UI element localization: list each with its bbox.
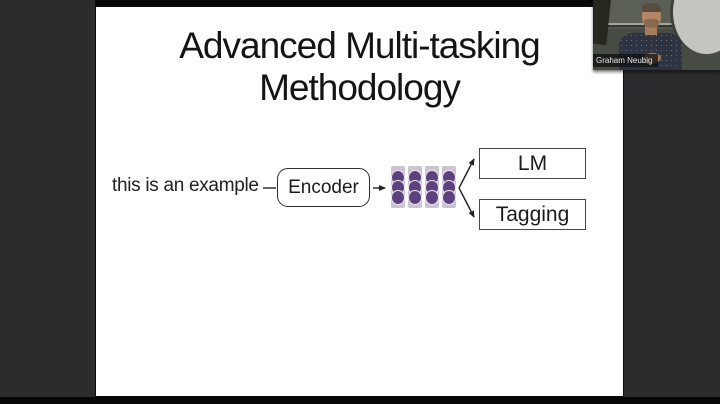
speaker-name-label: Graham Neubig: [593, 54, 659, 67]
hidden-state-dot: [408, 189, 422, 205]
slide-title-line2: Methodology: [259, 67, 461, 108]
encoder-label: Encoder: [288, 176, 359, 198]
hidden-state-column: [408, 166, 422, 208]
letterbox-bottom: [0, 397, 720, 404]
tagging-task-box: Tagging: [479, 199, 586, 230]
webcam-video[interactable]: Graham Neubig: [593, 0, 720, 70]
background-left: [0, 0, 95, 397]
hidden-state-column: [425, 166, 439, 208]
hidden-state-dot: [391, 189, 405, 205]
speaker-hair: [642, 3, 661, 12]
speaker-beard: [644, 19, 659, 28]
tagging-task-label: Tagging: [495, 202, 570, 226]
hidden-state-vectors: [391, 166, 456, 208]
example-input-text: this is an example: [112, 175, 259, 196]
hidden-state-dot: [425, 189, 439, 205]
encoder-box: Encoder: [277, 168, 370, 207]
hidden-state-column: [391, 166, 405, 208]
lm-task-label: LM: [517, 151, 548, 175]
hidden-state-column: [442, 166, 456, 208]
slide-title-line1: Advanced Multi-tasking: [179, 25, 541, 66]
presentation-slide: Advanced Multi-tasking Methodology this …: [95, 6, 624, 397]
lm-task-box: LM: [479, 148, 586, 179]
speaker-neck: [645, 26, 657, 35]
hidden-to-tagging-arrow: [458, 187, 475, 218]
slide-title: Advanced Multi-tasking Methodology: [96, 25, 623, 109]
hidden-state-dot: [442, 189, 456, 205]
hidden-to-lm-arrow: [458, 158, 475, 189]
letterbox-top: [95, 0, 624, 6]
